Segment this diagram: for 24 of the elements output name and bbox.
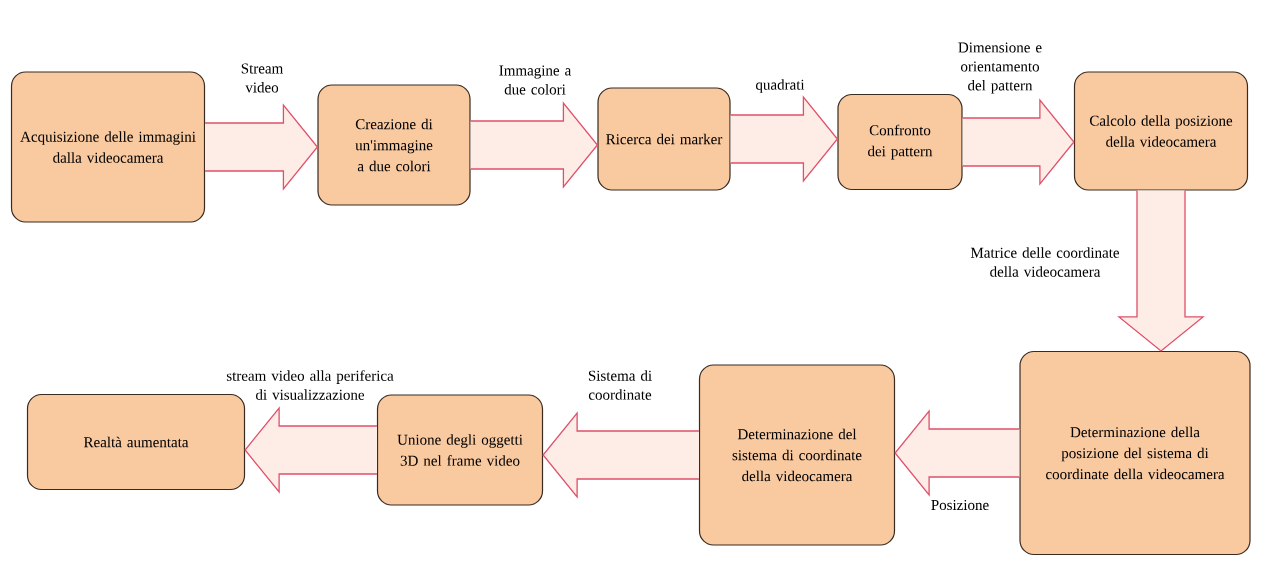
hollow-arrow [542,411,700,499]
edge-label: quadrati [756,79,805,93]
process-box: Realtà aumentata [26,393,246,491]
edge-label: Posizione [931,499,989,511]
hollow-arrow [729,95,839,183]
hollow-arrow [1117,189,1205,352]
hollow-arrow [204,103,319,191]
edge-label: Sistema di coordinate [588,370,652,400]
edge-label: Stream video [241,63,284,93]
process-box: Acquisizione delle immagini dalla videocamera [10,71,206,223]
hollow-arrow [961,98,1075,186]
edge-label: Dimensione e orientamento del pattern [958,42,1042,94]
process-box: Unione degli oggetti 3D nel frame video [376,394,544,506]
hollow-arrow [244,406,378,494]
process-box: Ricerca dei marker [597,87,731,191]
process-box: Determinazione della posizione del sistema di coordinate della videocamera [1019,350,1251,556]
process-box: Determinazione del sistema di coordinate della videocamera [698,364,896,546]
edge-label: Immagine a due colori [499,65,572,95]
process-box: Calcolo della posizione della videocamera [1073,71,1249,191]
process-box: Confronto dei pattern [837,93,963,191]
edge-label: Matrice delle coordinate della videocamera [970,247,1120,277]
hollow-arrow [469,101,599,189]
process-box: Creazione di un'immagine a due colori [317,84,471,206]
hollow-arrow [894,409,1021,497]
